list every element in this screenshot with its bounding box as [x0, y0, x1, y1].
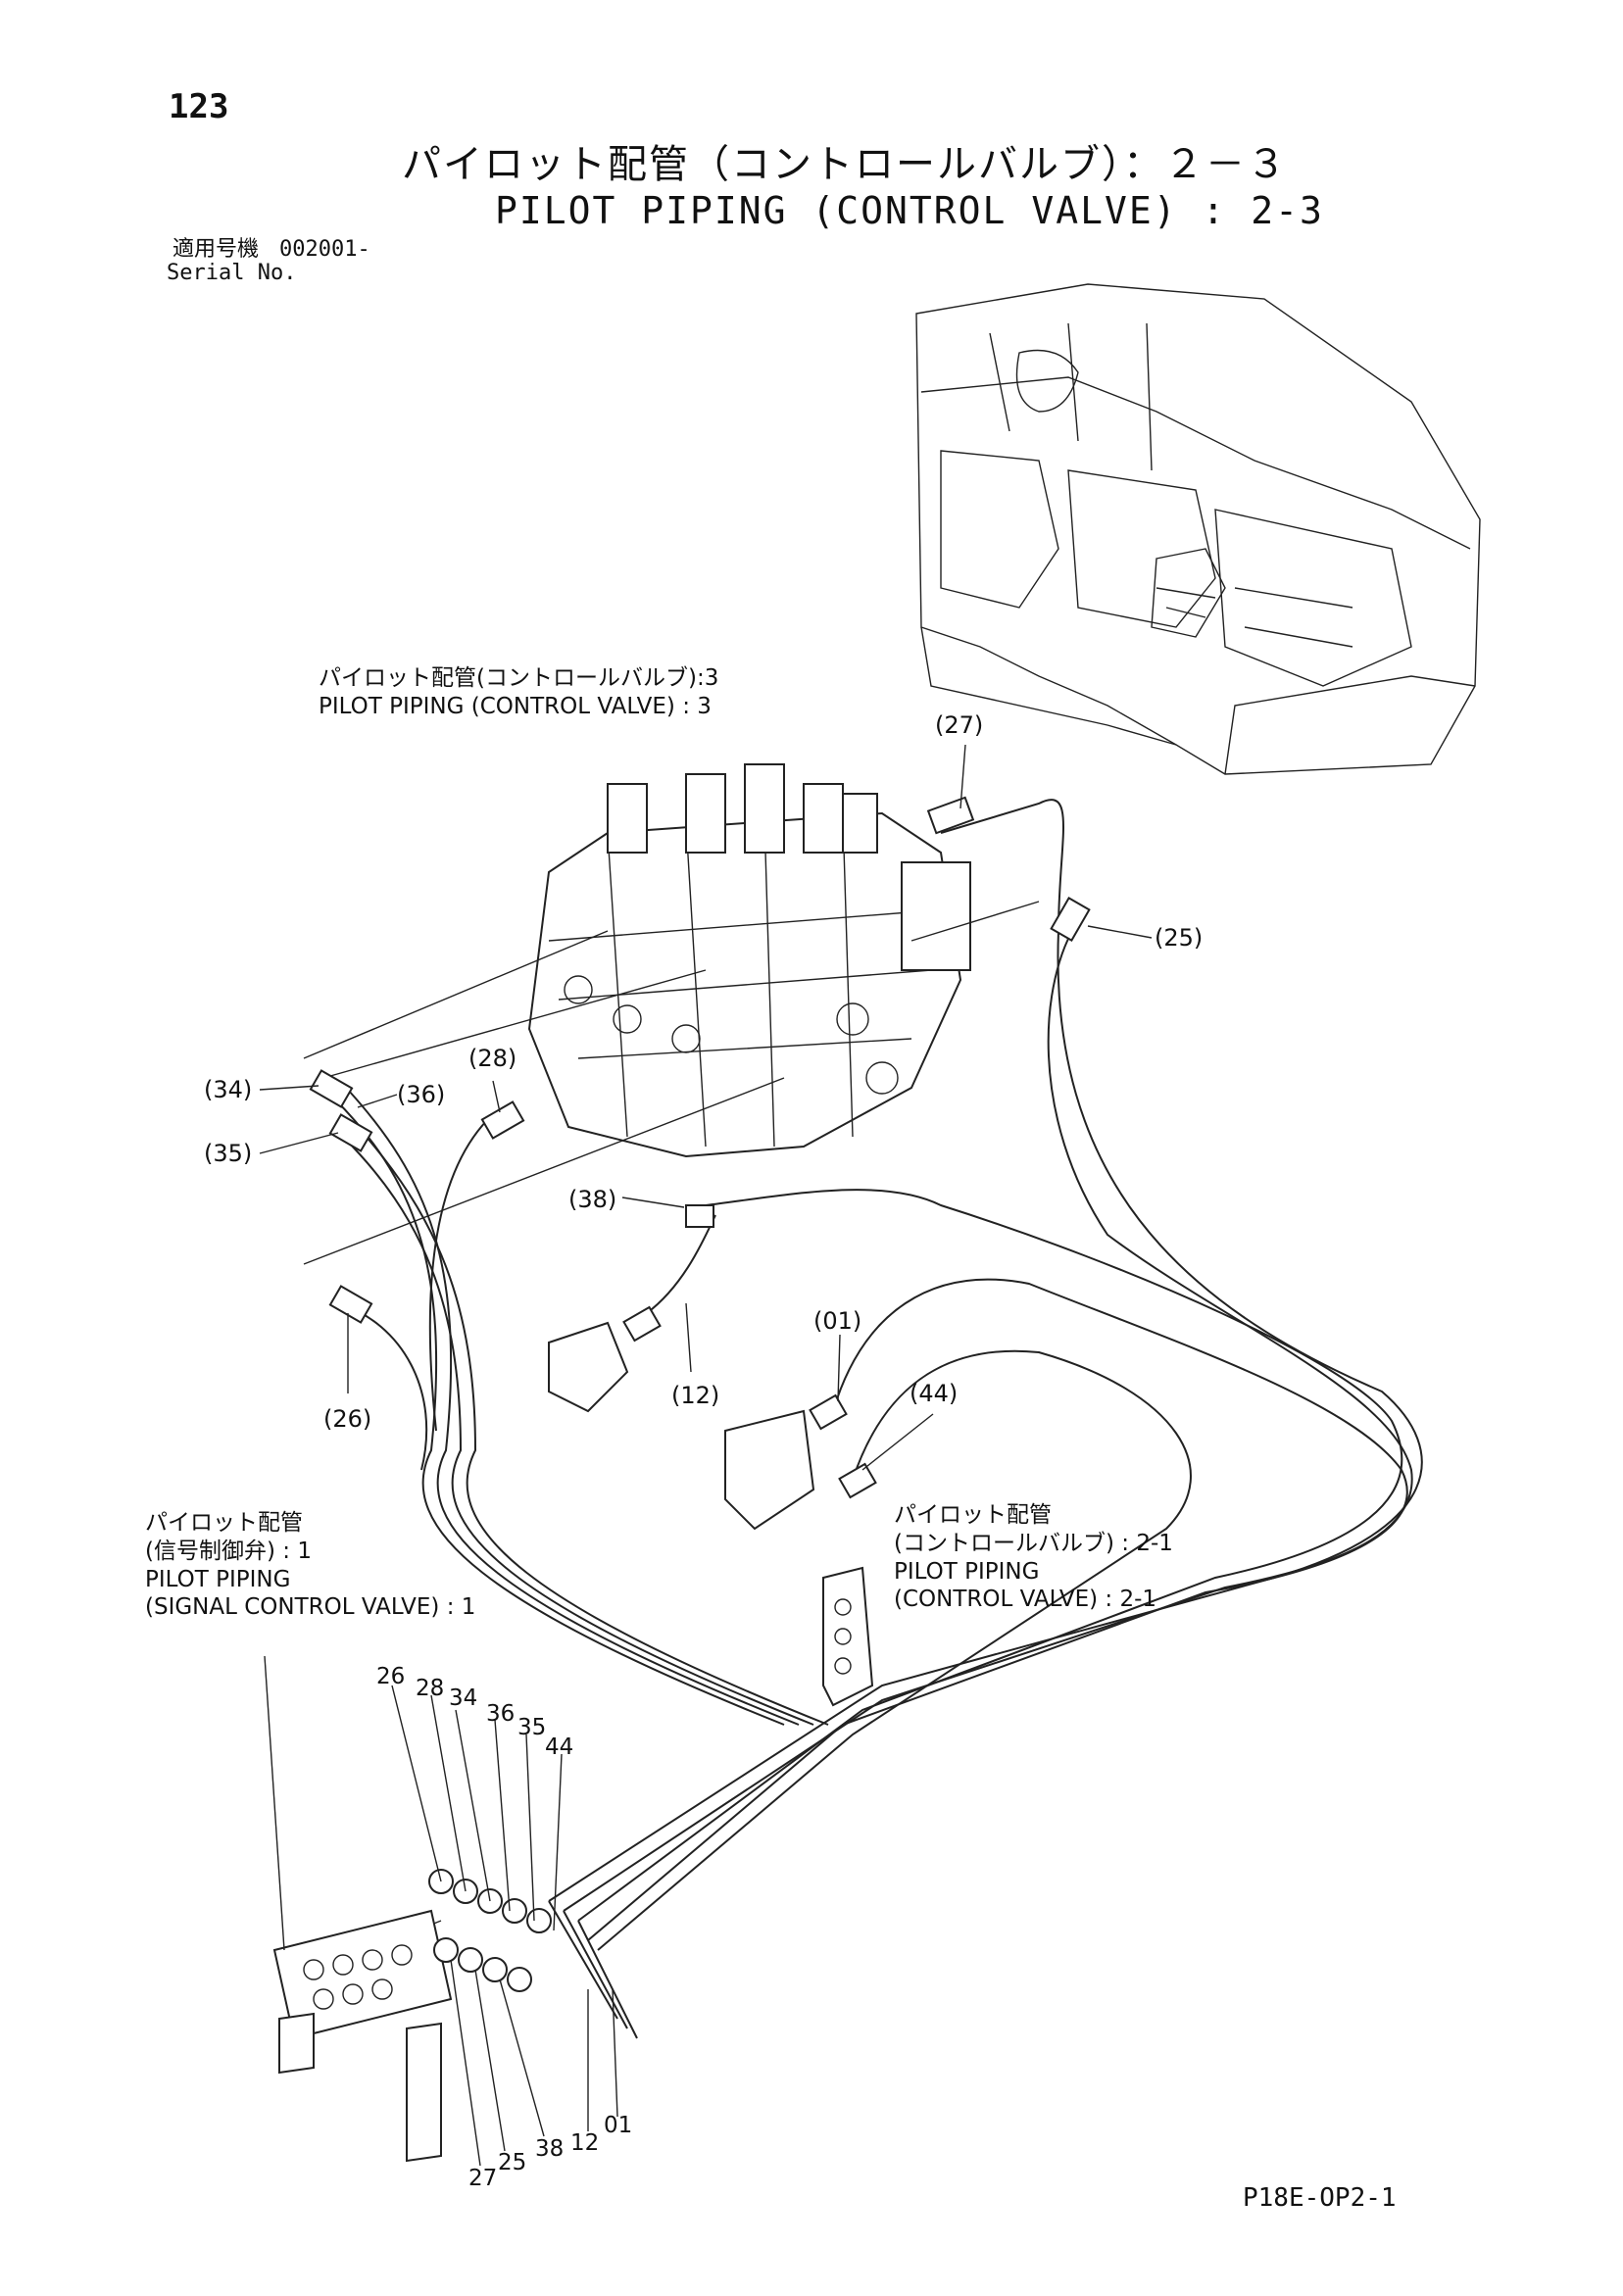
bundle-label-38: 38 [535, 2136, 565, 2162]
bundle-end-fittings [428, 1869, 552, 1992]
callout-25: (25) [1155, 924, 1204, 952]
bundle-label-44: 44 [545, 1734, 574, 1760]
note-control-valve-2-1-ja2: (コントロールバルブ) : 2-1 [894, 1530, 1173, 1556]
bundle-label-26: 26 [376, 1664, 406, 1689]
bundle-label-34: 34 [449, 1685, 478, 1711]
callout-12: (12) [671, 1382, 720, 1409]
note-control-valve-2-1-ja1: パイロット配管 [894, 1502, 1052, 1528]
bundle-label-28: 28 [416, 1676, 445, 1701]
note-control-valve-2-1-en2: (CONTROL VALVE) : 2-1 [894, 1587, 1157, 1613]
note-control-valve-3: パイロット配管(コントロールバルブ):3 PILOT PIPING (CONTR… [319, 664, 718, 721]
note-signal-control-valve-1-ja1: パイロット配管 [145, 1510, 303, 1536]
note-control-valve-2-1-en1: PILOT PIPING [894, 1558, 1040, 1585]
bundle-label-25: 25 [498, 2150, 527, 2175]
valve-blocks [548, 1321, 874, 1707]
serial-label-japanese: 適用号機 [172, 237, 260, 262]
bundle-label-36: 36 [486, 1701, 516, 1727]
note-signal-control-valve-1-en1: PILOT PIPING [145, 1566, 291, 1592]
callout-27: (27) [935, 711, 984, 739]
page-number: 123 [169, 87, 229, 126]
signal-control-valve [264, 1655, 453, 2163]
bundle-label-27: 27 [468, 2166, 498, 2191]
note-control-valve-3-en: PILOT PIPING (CONTROL VALVE) : 3 [319, 693, 712, 719]
callout-34: (34) [204, 1076, 253, 1103]
document-code: P18E-OP2-1 [1243, 2183, 1397, 2213]
callout-26: (26) [323, 1405, 372, 1433]
bundle-label-01: 01 [604, 2113, 633, 2138]
bundle-label-12: 12 [570, 2130, 600, 2156]
note-control-valve-3-ja: パイロット配管(コントロールバルブ):3 [319, 665, 719, 691]
note-signal-control-valve-1-en2: (SIGNAL CONTROL VALVE) : 1 [145, 1594, 476, 1621]
title-english: PILOT PIPING (CONTROL VALVE) : 2-3 [495, 189, 1324, 232]
leader-lines [259, 744, 1153, 2167]
callout-38: (38) [568, 1186, 617, 1213]
note-signal-control-valve-1-ja2: (信号制御弁) : 1 [145, 1538, 312, 1564]
machine-overview-sketch [915, 283, 1481, 775]
callout-44: (44) [910, 1380, 959, 1407]
bundle-label-35: 35 [517, 1715, 547, 1740]
callout-28: (28) [468, 1045, 517, 1072]
serial-number-value: 002001- [279, 237, 370, 262]
callout-01: (01) [813, 1307, 862, 1335]
control-valve-assembly [527, 763, 971, 1158]
title-japanese: パイロット配管（コントロールバルブ）：２－３ [402, 142, 1288, 187]
fittings [309, 796, 1091, 1499]
note-signal-control-valve-1: パイロット配管 (信号制御弁) : 1 PILOT PIPING (SIGNAL… [145, 1509, 475, 1622]
serial-label-english: Serial No. [167, 261, 297, 285]
callout-35: (35) [204, 1140, 253, 1167]
note-control-valve-2-1: パイロット配管 (コントロールバルブ) : 2-1 PILOT PIPING (… [894, 1501, 1173, 1614]
pipe-routes [332, 799, 1423, 2039]
callout-36: (36) [397, 1081, 446, 1108]
